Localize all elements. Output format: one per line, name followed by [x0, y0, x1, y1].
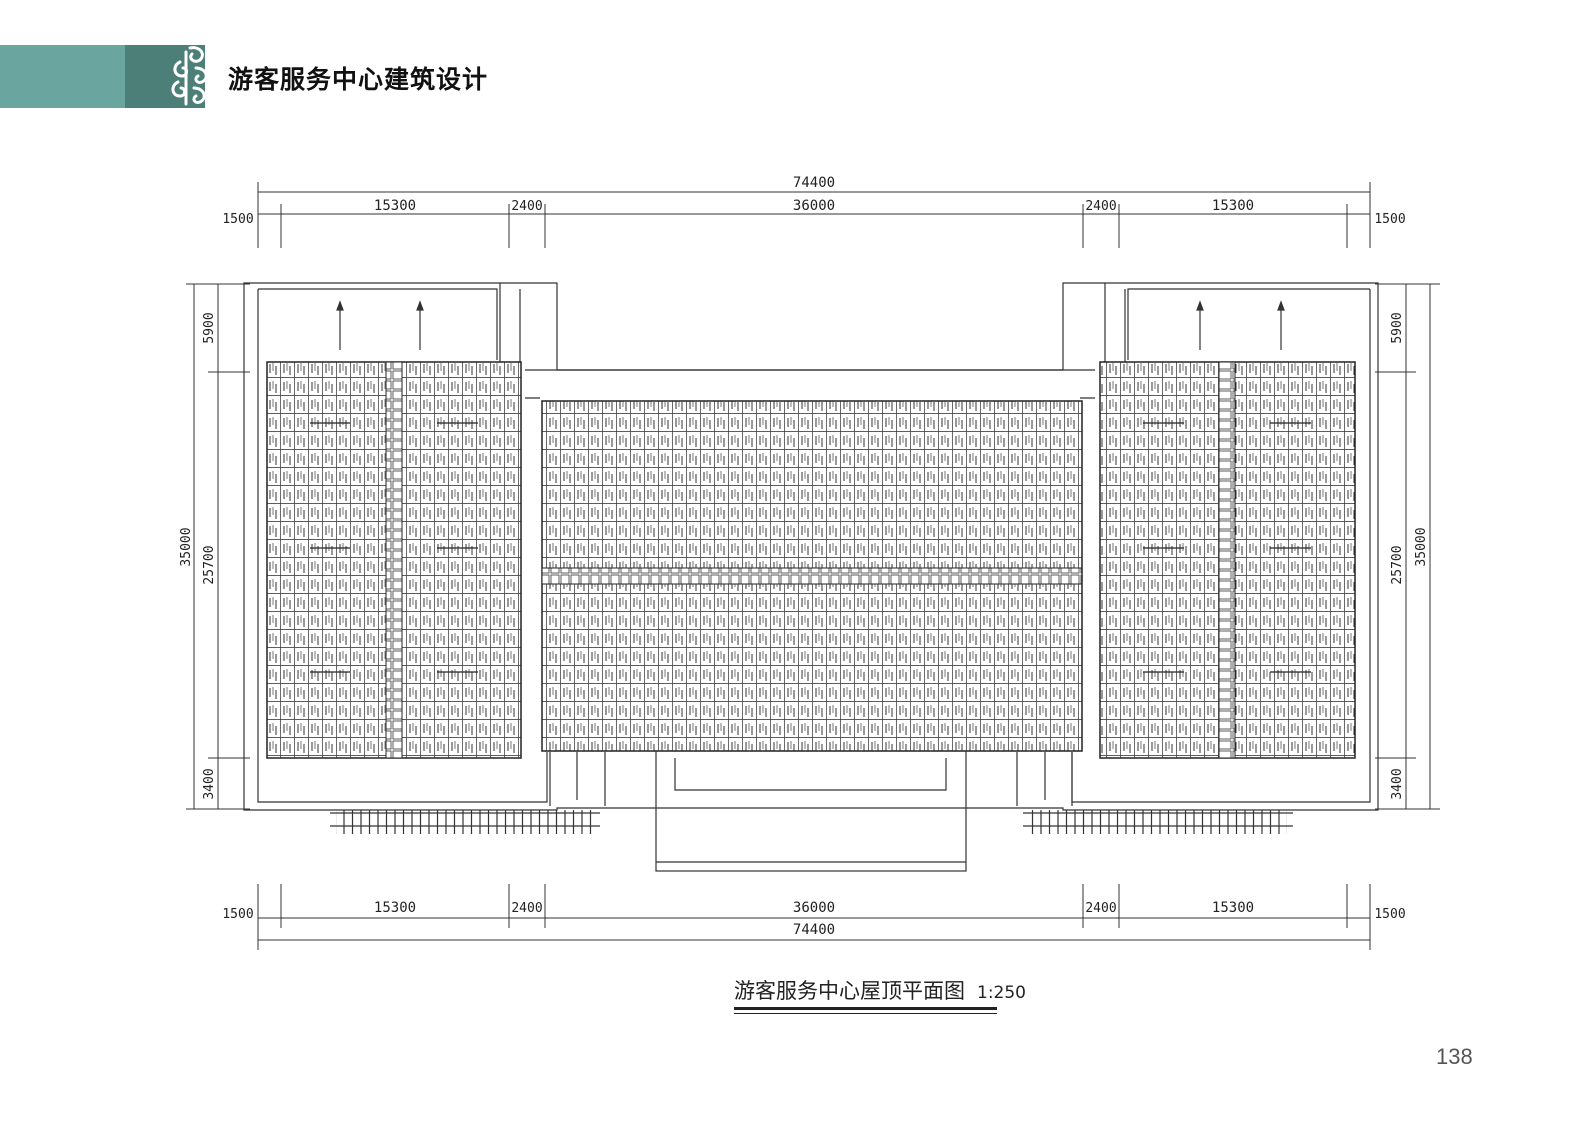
page-number: 138 [1436, 1044, 1473, 1069]
entrance-steps [655, 750, 967, 872]
bottom-total-dim: 74400 [793, 922, 835, 938]
bottom-dim-6: 15300 [1212, 900, 1254, 916]
document-title: 游客服务中心建筑设计 [228, 65, 489, 94]
right-total-dim: 35000 [1414, 527, 1429, 566]
top-dimension-lines [257, 182, 1371, 248]
left-dim-1: 5900 [202, 312, 217, 343]
top-dim-6: 15300 [1212, 198, 1254, 214]
bottom-dim-5: 2400 [1085, 901, 1116, 916]
top-total-dim: 74400 [793, 175, 835, 191]
center-roof-ridge [541, 567, 1083, 585]
caption-title: 游客服务中心屋顶平面图 [734, 979, 965, 1003]
bottom-dim-2: 15300 [374, 900, 416, 916]
left-railing [330, 810, 600, 834]
bottom-dim-7: 1500 [1374, 907, 1405, 922]
left-total-dim: 35000 [179, 527, 194, 566]
left-roof-ridge [385, 361, 403, 759]
left-dim-3: 3400 [202, 768, 217, 799]
building-outline [243, 282, 1379, 811]
top-dim-7: 1500 [1374, 212, 1405, 227]
drainage-arrows [336, 300, 1285, 350]
top-dim-3: 2400 [511, 199, 542, 214]
top-dim-1: 1500 [222, 212, 253, 227]
caption-underline-thick [734, 1007, 997, 1010]
right-dim-2: 25700 [1390, 545, 1405, 584]
bottom-dim-3: 2400 [511, 901, 542, 916]
right-roof-ridge [1218, 361, 1236, 759]
right-dim-3: 3400 [1390, 768, 1405, 799]
caption-scale: 1:250 [977, 983, 1026, 1003]
bottom-dimension-lines [257, 884, 1371, 950]
left-dim-2: 25700 [202, 545, 217, 584]
right-railing [1023, 810, 1293, 834]
top-dim-5: 2400 [1085, 199, 1116, 214]
bottom-dim-4: 36000 [793, 900, 835, 916]
top-dim-4: 36000 [793, 198, 835, 214]
top-dim-2: 15300 [374, 198, 416, 214]
caption-underline-thin [734, 1013, 997, 1014]
drawing-caption: 游客服务中心屋顶平面图 1:250 [734, 975, 1026, 1005]
header-band-light [0, 45, 125, 108]
left-dimension-lines [186, 283, 250, 810]
right-dimension-lines [1375, 283, 1440, 810]
bottom-dim-1: 1500 [222, 907, 253, 922]
right-dim-1: 5900 [1390, 312, 1405, 343]
cloud-ornament-icon [171, 46, 208, 106]
